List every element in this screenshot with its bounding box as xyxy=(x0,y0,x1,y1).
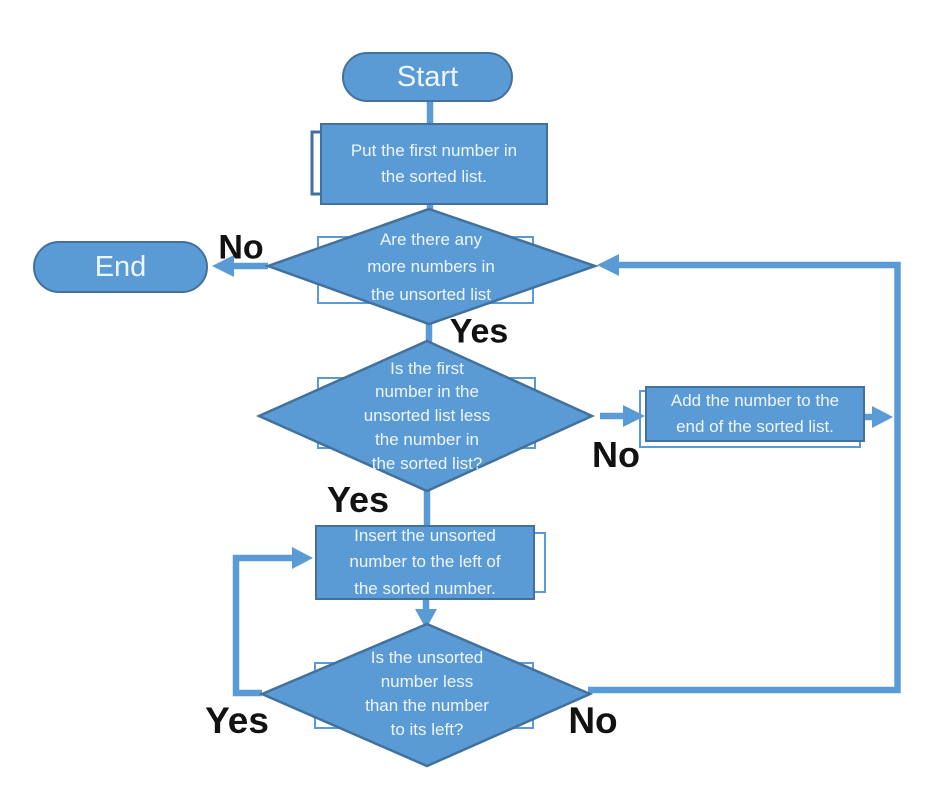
decision-first-less xyxy=(255,339,596,493)
arrowhead-to-add-end xyxy=(623,405,645,427)
label-first-no: No xyxy=(592,434,640,475)
process-add-end: Add the number to the end of the sorted … xyxy=(645,386,865,442)
arrowhead-to-insert-left xyxy=(292,547,313,569)
label-less-no: No xyxy=(568,700,618,741)
label-more-no: No xyxy=(218,228,264,267)
start-label: Start xyxy=(396,60,459,93)
end-label: End xyxy=(94,250,147,283)
arrowhead-to-end xyxy=(212,255,234,277)
decision-less-left-label: Is the unsorted number less than the num… xyxy=(365,648,489,739)
decision-more-numbers xyxy=(264,207,599,326)
process-insert-left: Insert the unsorted number to the left o… xyxy=(315,525,535,600)
start-node: Start xyxy=(342,52,513,102)
process-put-first-label: Put the first number in the sorted list. xyxy=(350,140,518,186)
process-put-first: Put the first number in the sorted list. xyxy=(320,123,548,205)
process-add-end-label: Add the number to the end of the sorted … xyxy=(670,390,840,436)
decision-more-numbers-label: Are there any more numbers in the unsort… xyxy=(367,230,495,304)
label-first-yes: Yes xyxy=(326,479,390,520)
decision-first-less-label: Is the first number in the unsorted list… xyxy=(363,358,491,473)
label-less-yes: Yes xyxy=(205,700,269,741)
arrowhead-to-less-left xyxy=(415,609,437,629)
arrowhead-loop-to-more-numbers xyxy=(597,254,619,276)
arrowhead-add-end-to-loop xyxy=(872,406,893,428)
label-more-yes: Yes xyxy=(449,312,509,351)
edge-loop-back-to-more-numbers xyxy=(588,261,901,694)
edge-less-left-to-insert-left xyxy=(232,554,296,697)
decision-less-left xyxy=(258,622,594,768)
end-node: End xyxy=(33,241,208,293)
process-insert-left-label: Insert the unsorted number to the left o… xyxy=(349,525,501,598)
